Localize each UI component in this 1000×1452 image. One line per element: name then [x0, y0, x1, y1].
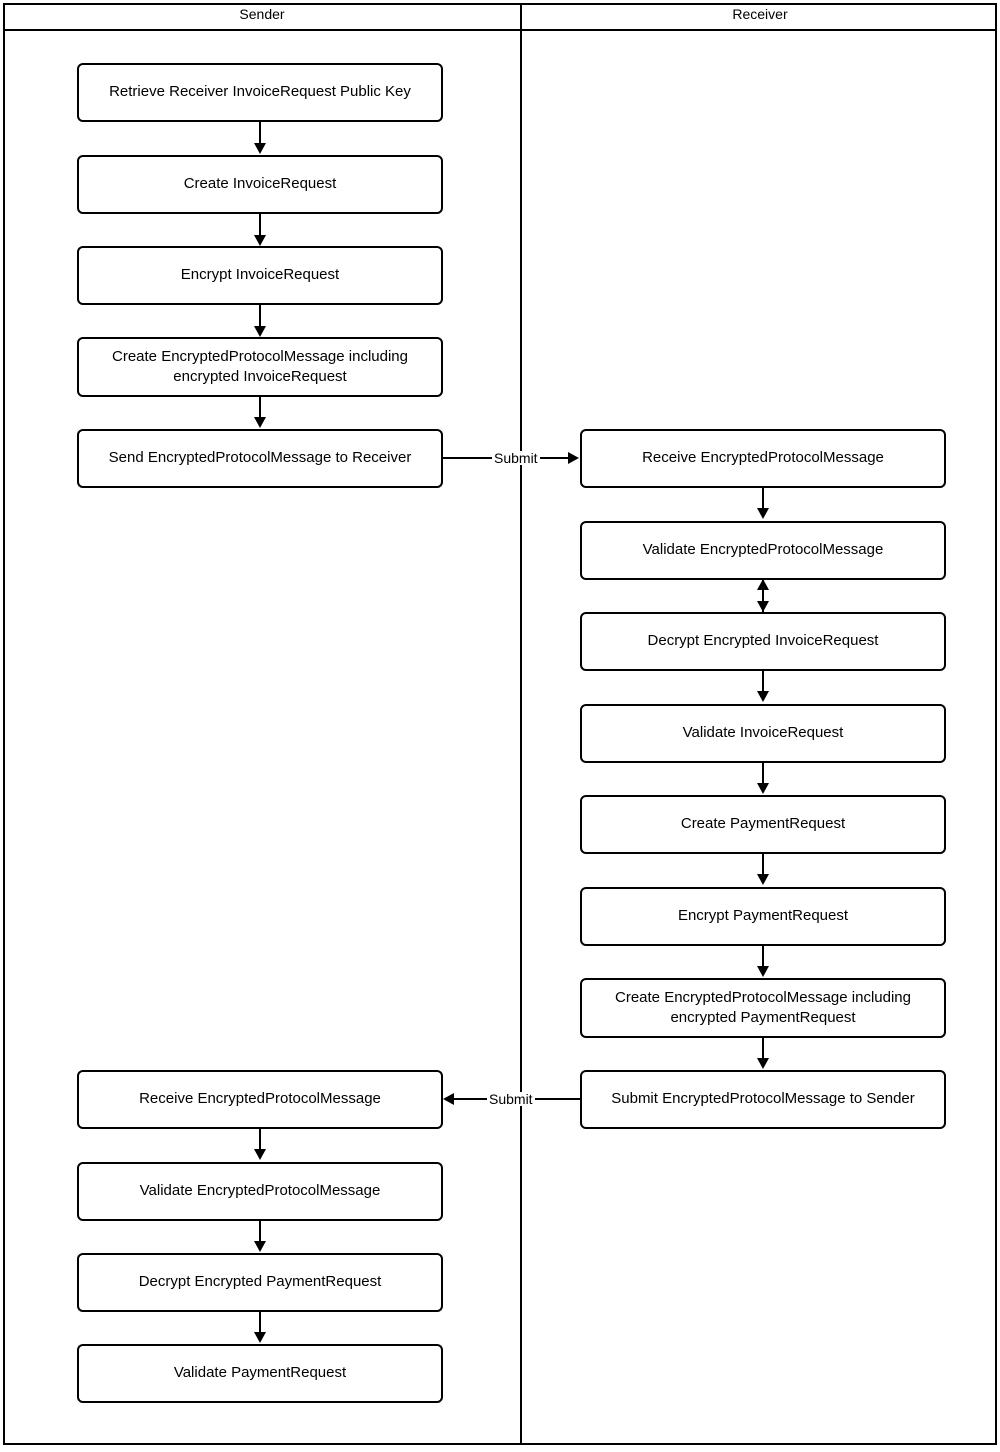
arrowhead-submit-to-receiver	[568, 452, 579, 464]
diagram-frame	[3, 3, 997, 1445]
node-decrypt-encrypted-paymentrequest[interactable]: Decrypt Encrypted PaymentRequest	[77, 1253, 443, 1312]
node-label: Encrypt InvoiceRequest	[180, 266, 340, 284]
arrowhead-r4-r5	[757, 783, 769, 794]
connector-s3-s4	[259, 305, 261, 328]
node-create-epm-invoicerequest[interactable]: Create EncryptedProtocolMessage includin…	[77, 337, 443, 397]
arrowhead-s6-s7	[254, 1149, 266, 1160]
node-label-line2: encrypted PaymentRequest	[670, 1009, 856, 1026]
node-label: Retrieve Receiver InvoiceRequest Public …	[109, 83, 411, 101]
node-encrypt-invoicerequest[interactable]: Encrypt InvoiceRequest	[77, 246, 443, 305]
arrowhead-s7-s8	[254, 1241, 266, 1252]
lane-header-sender: Sender	[239, 6, 285, 22]
node-validate-invoicerequest[interactable]: Validate InvoiceRequest	[580, 704, 946, 763]
connector-s2-s3	[259, 214, 261, 237]
node-send-epm-to-receiver[interactable]: Send EncryptedProtocolMessage to Receive…	[77, 429, 443, 488]
connector-r6-r7	[762, 946, 764, 968]
node-create-epm-paymentrequest[interactable]: Create EncryptedProtocolMessage includin…	[580, 978, 946, 1038]
node-label: Encrypt PaymentRequest	[677, 907, 849, 925]
node-label: Validate EncryptedProtocolMessage	[139, 1182, 381, 1200]
arrowhead-s3-s4	[254, 326, 266, 337]
arrowhead-s2-s3	[254, 235, 266, 246]
connector-s7-s8	[259, 1221, 261, 1243]
node-label: Submit EncryptedProtocolMessage to Sende…	[611, 1090, 915, 1108]
node-validate-epm-receiver[interactable]: Validate EncryptedProtocolMessage	[580, 521, 946, 580]
node-create-paymentrequest[interactable]: Create PaymentRequest	[580, 795, 946, 854]
node-label: Validate InvoiceRequest	[682, 724, 844, 742]
node-label: Create InvoiceRequest	[183, 175, 337, 193]
connector-r1-r2	[762, 488, 764, 510]
arrowhead-submit-to-sender	[443, 1093, 454, 1105]
arrowhead-s4-s5	[254, 417, 266, 428]
node-create-invoicerequest[interactable]: Create InvoiceRequest	[77, 155, 443, 214]
lane-header-band	[3, 3, 997, 31]
connector-s1-s2	[259, 122, 261, 145]
node-label: Validate PaymentRequest	[173, 1364, 347, 1382]
arrowhead-s1-s2	[254, 143, 266, 154]
connector-r7-r8	[762, 1038, 764, 1059]
node-label-line1: Create EncryptedProtocolMessage includin…	[112, 347, 408, 365]
node-label: Send EncryptedProtocolMessage to Receive…	[108, 449, 412, 467]
node-label: Receive EncryptedProtocolMessage	[139, 1090, 381, 1108]
node-label-line2: encrypted InvoiceRequest	[173, 368, 347, 385]
arrowhead-r3-r4	[757, 691, 769, 702]
node-label: Create PaymentRequest	[680, 815, 846, 833]
node-label: Decrypt Encrypted InvoiceRequest	[647, 632, 879, 650]
arrowhead-r6-r7	[757, 966, 769, 977]
connector-r4-r5	[762, 763, 764, 785]
node-receive-epm-receiver[interactable]: Receive EncryptedProtocolMessage	[580, 429, 946, 488]
node-label-line1: Create EncryptedProtocolMessage includin…	[615, 988, 911, 1006]
node-label: Decrypt Encrypted PaymentRequest	[138, 1273, 382, 1291]
connector-r2-r3	[762, 580, 764, 612]
arrowhead-r3-r2	[757, 579, 769, 590]
node-label: Validate EncryptedProtocolMessage	[642, 541, 884, 559]
connector-s8-s9	[259, 1312, 261, 1334]
node-retrieve-receiver-public-key[interactable]: Retrieve Receiver InvoiceRequest Public …	[77, 63, 443, 122]
connector-r3-r4	[762, 671, 764, 693]
arrowhead-r5-r6	[757, 874, 769, 885]
arrowhead-r1-r2	[757, 508, 769, 519]
lane-divider	[520, 3, 522, 1445]
lane-header-receiver: Receiver	[732, 6, 788, 22]
arrowhead-s8-s9	[254, 1332, 266, 1343]
node-validate-paymentrequest[interactable]: Validate PaymentRequest	[77, 1344, 443, 1403]
arrowhead-r2-r3	[757, 601, 769, 612]
connector-s6-s7	[259, 1129, 261, 1151]
node-encrypt-paymentrequest[interactable]: Encrypt PaymentRequest	[580, 887, 946, 946]
node-receive-epm-sender[interactable]: Receive EncryptedProtocolMessage	[77, 1070, 443, 1129]
connector-r5-r6	[762, 854, 764, 876]
connector-s4-s5	[259, 397, 261, 418]
node-submit-epm-to-sender[interactable]: Submit EncryptedProtocolMessage to Sende…	[580, 1070, 946, 1129]
edge-label-submit-to-sender: Submit	[487, 1091, 535, 1107]
node-label: Receive EncryptedProtocolMessage	[642, 449, 884, 467]
arrowhead-r7-r8	[757, 1058, 769, 1069]
edge-label-submit-to-receiver: Submit	[492, 450, 540, 466]
node-validate-epm-sender[interactable]: Validate EncryptedProtocolMessage	[77, 1162, 443, 1221]
node-decrypt-encrypted-invoicerequest[interactable]: Decrypt Encrypted InvoiceRequest	[580, 612, 946, 671]
